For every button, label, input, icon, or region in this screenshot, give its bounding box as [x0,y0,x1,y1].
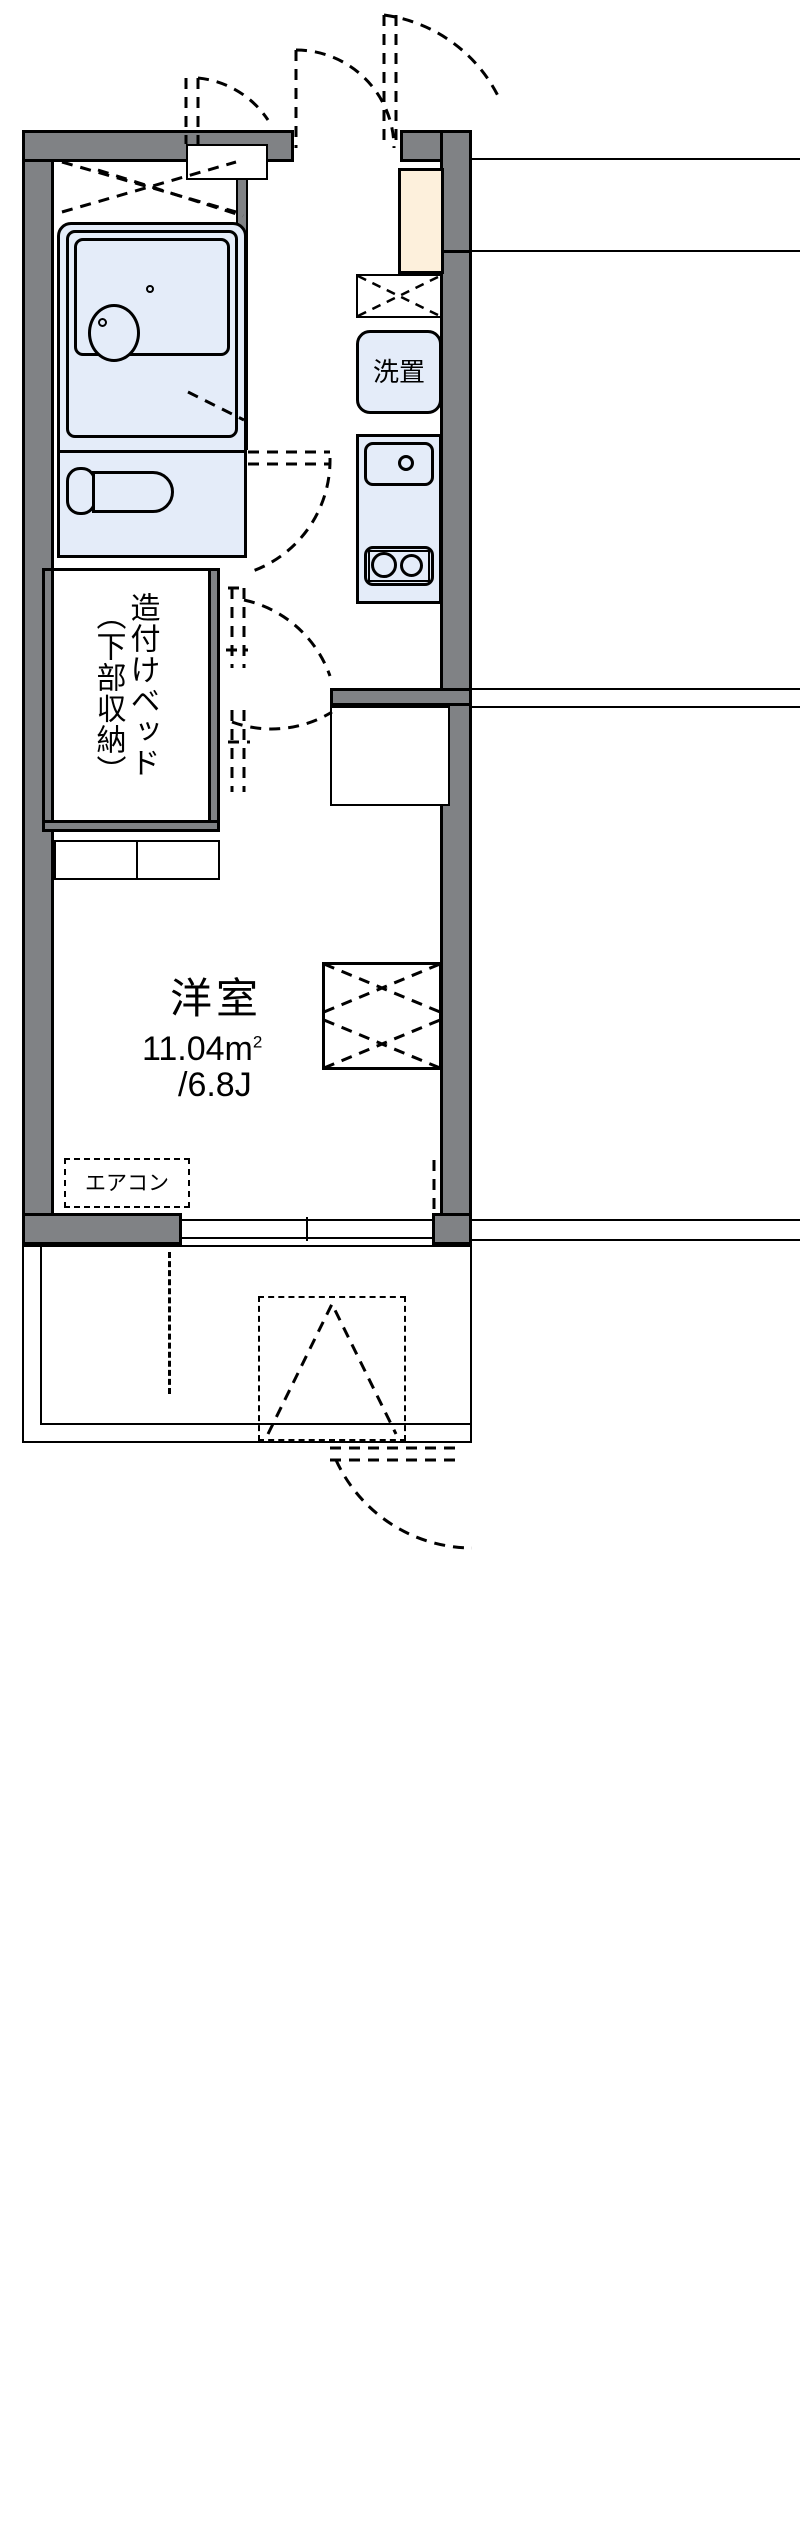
bathtub-drain-icon [146,285,154,293]
balcony-inner [40,1245,472,1425]
sink-drain-icon [398,455,414,471]
bed-wall-bottom [42,820,220,832]
hairline-bottom-right [472,1219,800,1221]
closet-divider [136,840,138,880]
burner-left-icon [371,552,397,578]
exterior-wall-bottom-left [22,1213,182,1245]
exterior-wall-right-upper [440,130,472,260]
aircon-label: エアコン [85,1171,169,1195]
main-room-area: 11.04m2 [142,1032,262,1066]
basin-icon [88,304,140,362]
washer-icon [356,330,442,414]
aircon-icon [64,1158,190,1208]
burner-right-icon [400,554,423,577]
kitchen-wall-bottom [330,688,472,706]
entry-closet [330,706,450,806]
sink-icon [364,442,434,486]
exterior-wall-bottom-right [432,1213,472,1245]
upper-cabinet [356,274,442,318]
balcony-drain-icon [258,1296,406,1441]
built-in-bed-label-b: （下部収納） [91,600,125,786]
area-superscript: 2 [252,1032,263,1052]
genkan-floor [398,168,444,274]
bed-wall-right [208,568,220,830]
main-room-area-value: 11.04m [142,1030,253,1068]
hairline-right-upper [472,158,800,160]
washer-label: 洗置 [372,357,425,387]
exterior-wall-left [22,130,54,1245]
window-mullion [306,1217,308,1241]
hairline-bottom-right2 [472,1239,800,1241]
main-room-jo: /6.8J [178,1066,252,1104]
shoebox-icon [186,144,268,180]
main-room-name: 洋室 [170,975,263,1022]
toilet-icon [92,471,174,513]
hairline-right-lower2 [472,706,800,708]
closet-right-icon [322,962,442,1070]
basin-drain-icon [98,318,107,327]
hairline-right-lower [472,688,800,690]
hairline-right-step [472,250,800,252]
balcony-partition-icon [168,1252,171,1394]
built-in-bed-label-a: 造付けベッド [125,592,159,778]
